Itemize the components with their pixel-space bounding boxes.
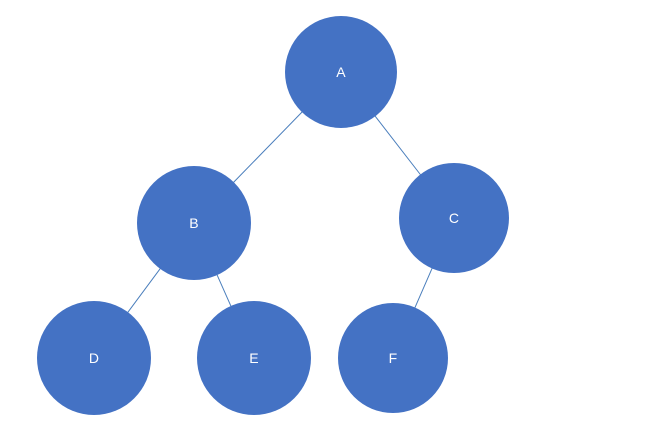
tree-node-c[interactable]: C <box>399 163 509 273</box>
tree-edge-b-d <box>127 268 161 313</box>
tree-edge-a-c <box>374 115 421 176</box>
tree-node-label: E <box>249 350 259 366</box>
tree-node-label: D <box>88 350 100 366</box>
tree-node-b[interactable]: B <box>137 166 251 280</box>
tree-node-label: A <box>336 64 346 80</box>
tree-node-label: C <box>448 210 460 226</box>
tree-edge-b-e <box>216 274 232 307</box>
tree-node-f[interactable]: F <box>338 303 448 413</box>
tree-node-label: F <box>388 350 398 366</box>
tree-edge-a-b <box>233 111 303 183</box>
tree-edge-c-f <box>414 267 433 309</box>
tree-node-d[interactable]: D <box>37 301 151 415</box>
tree-node-label: B <box>189 215 199 231</box>
tree-node-e[interactable]: E <box>197 301 311 415</box>
tree-node-a[interactable]: A <box>285 16 397 128</box>
